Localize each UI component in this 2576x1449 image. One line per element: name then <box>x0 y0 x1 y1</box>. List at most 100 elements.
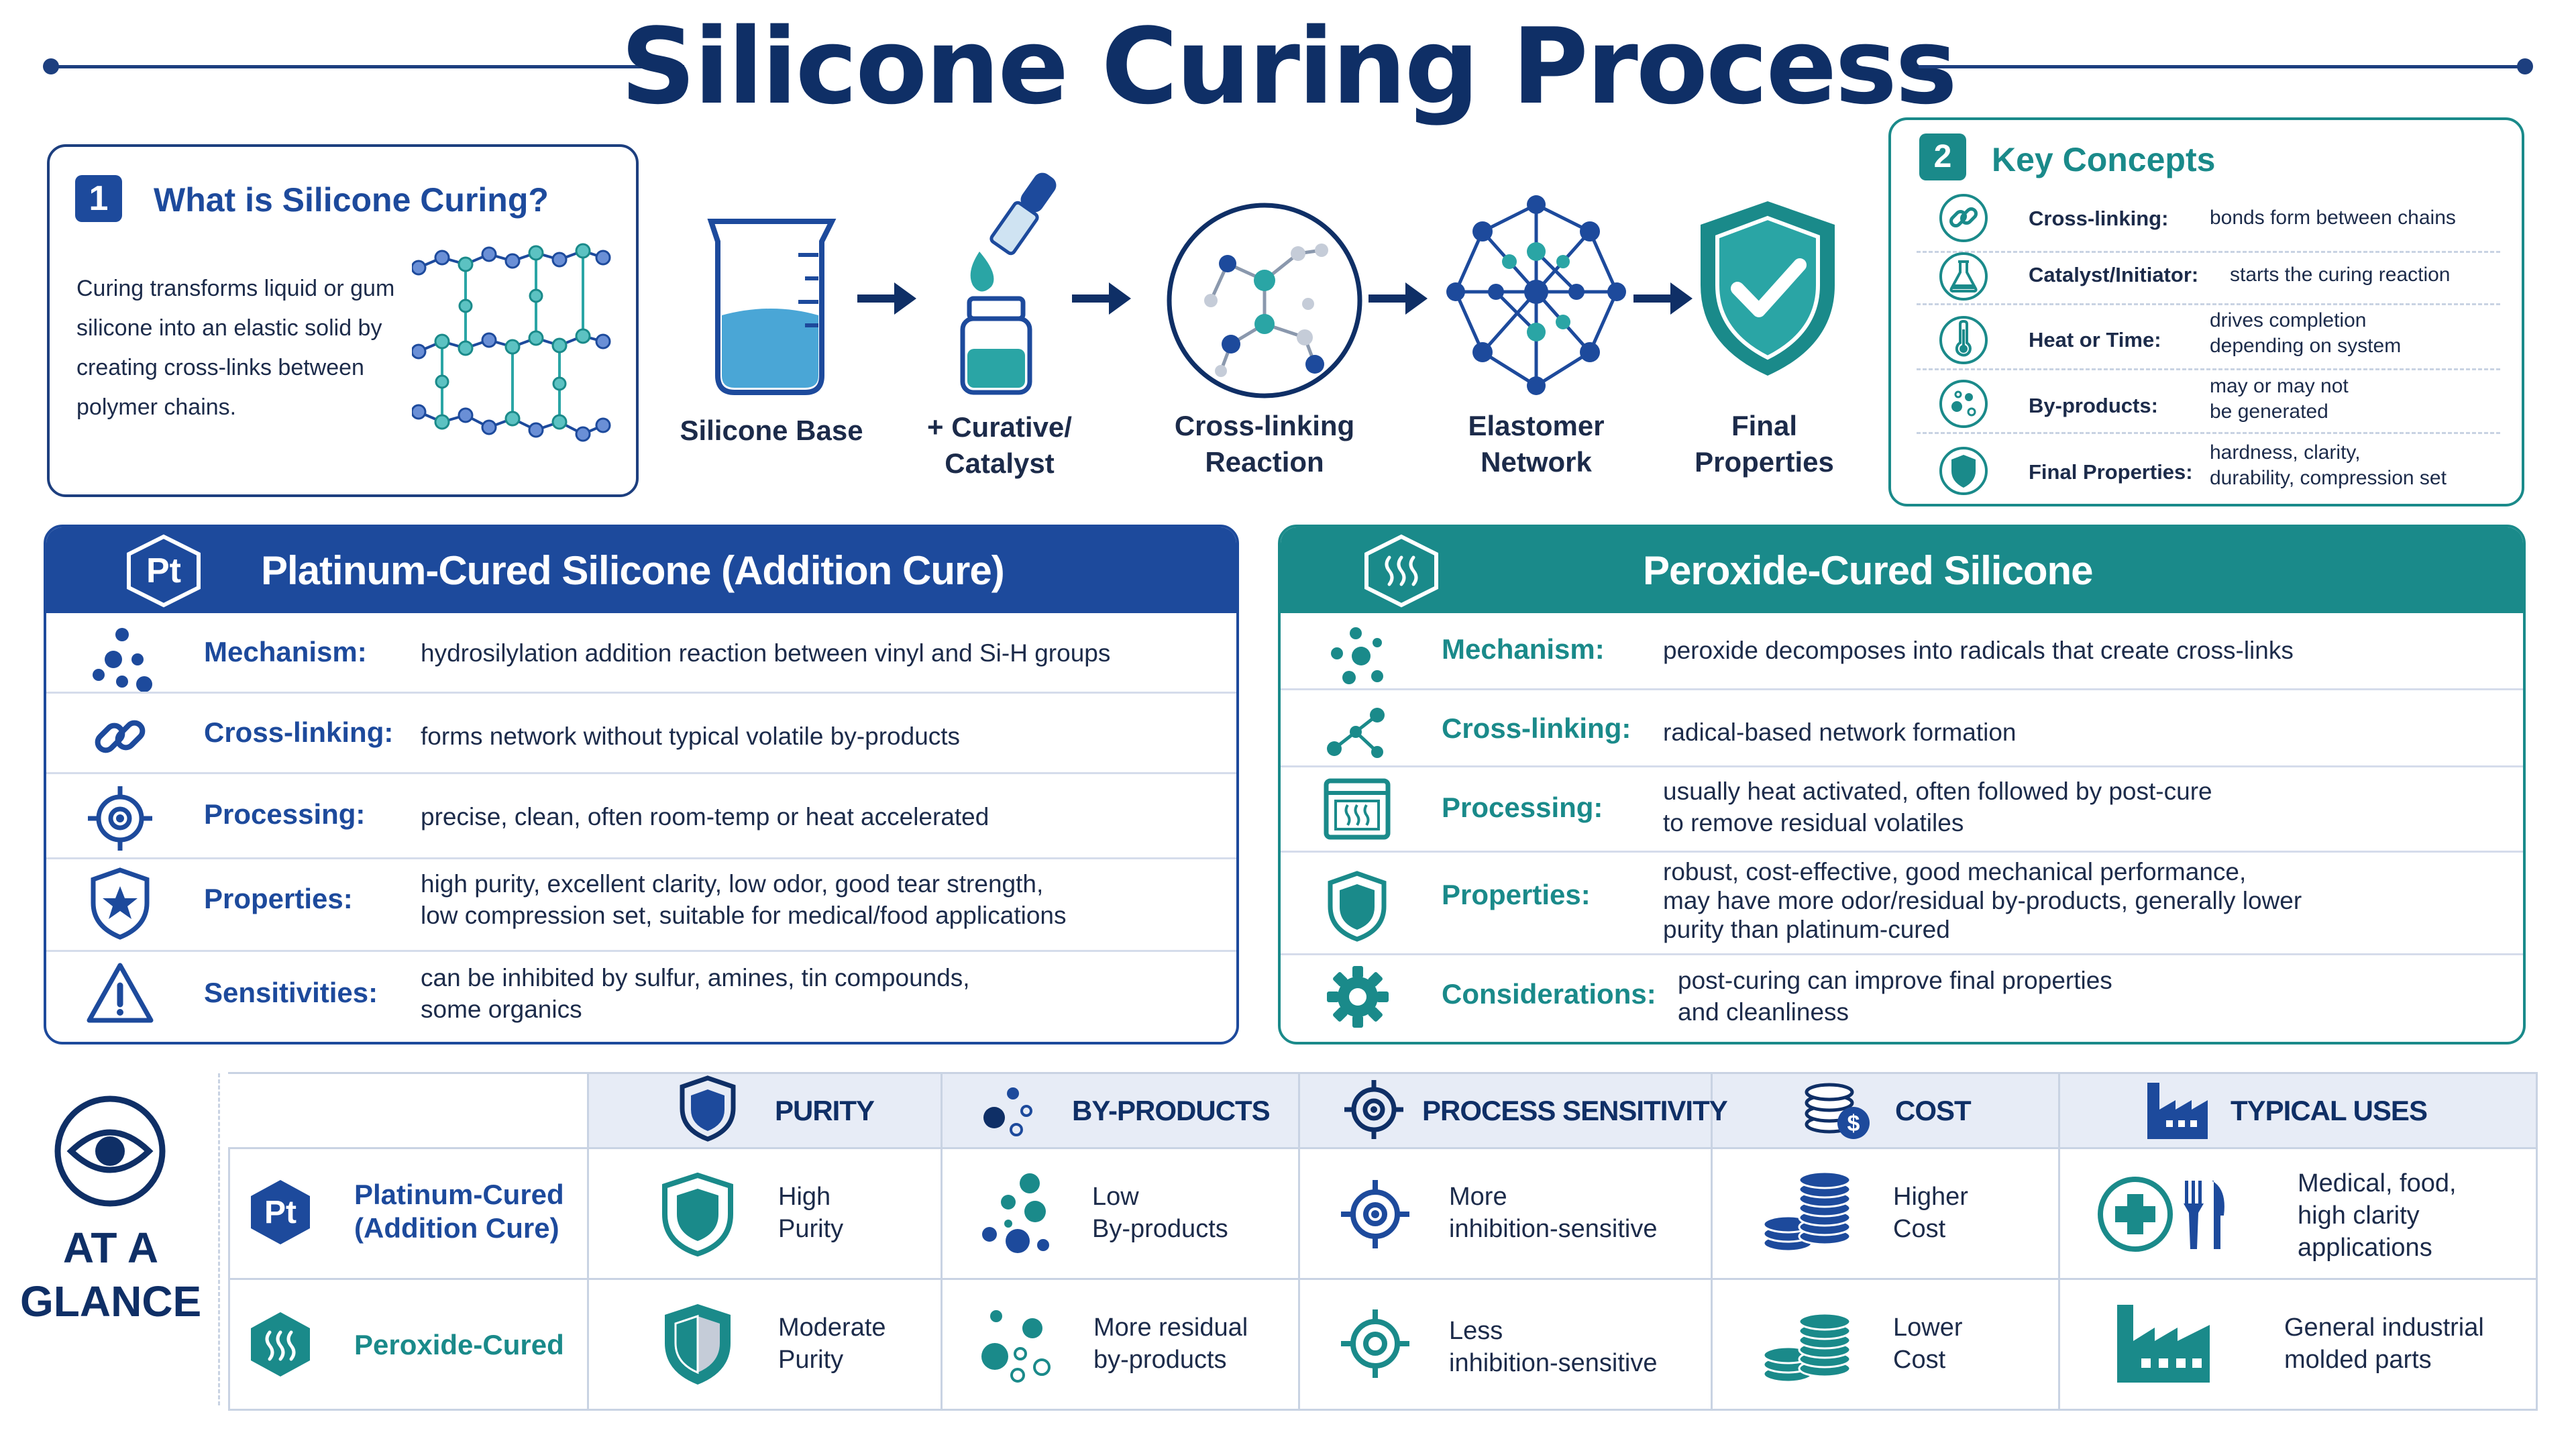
bubbles-icon <box>1939 380 1988 428</box>
row-desc: radical-based network formation <box>1663 718 2017 746</box>
gear-icon <box>1327 966 1389 1028</box>
target-icon <box>88 786 152 851</box>
divider <box>587 1072 589 1411</box>
divider <box>1711 1072 1713 1411</box>
divider <box>1281 851 2523 853</box>
bubbles-icon <box>981 1310 1051 1383</box>
divider <box>1917 368 2500 370</box>
divider <box>941 1072 943 1411</box>
column-header: PURITY <box>775 1095 875 1126</box>
section-title: Key Concepts <box>1992 141 2216 178</box>
row-desc: can be inhibited by sulfur, amines, tin … <box>421 964 970 1023</box>
dots-icon <box>93 628 152 692</box>
divider <box>228 1147 230 1411</box>
panel-header <box>1281 527 2523 613</box>
arrow-right-icon <box>857 282 916 315</box>
dropper-bottle-icon <box>960 172 1057 395</box>
coins-icon: $ <box>1805 1083 1870 1139</box>
factory-icon <box>2147 1083 2208 1139</box>
platinum-cured-panel: Pt Platinum-Cured Silicone (Addition Cur… <box>44 525 1239 1044</box>
key-concepts-panel: 2 Key Concepts Cross-linking: bonds form… <box>1888 117 2524 506</box>
divider <box>2058 1072 2060 1411</box>
column-header: BY-PRODUCTS <box>1072 1095 1271 1126</box>
medical-food-icon <box>2098 1177 2224 1252</box>
factory-icon <box>2117 1305 2210 1383</box>
warning-icon <box>87 963 154 1023</box>
link-icon <box>1939 194 1988 242</box>
target-icon <box>1344 1080 1403 1139</box>
row-desc: robust, cost-effective, good mechanical … <box>1663 858 2302 943</box>
shield-icon <box>1328 871 1387 942</box>
svg-text:Pt: Pt <box>146 551 181 590</box>
arrow-right-icon <box>1368 282 1428 315</box>
divider <box>46 692 1236 694</box>
divider <box>228 1147 2538 1149</box>
divider <box>46 772 1236 774</box>
flow-step-label: Silicone Base <box>680 415 863 446</box>
shield-icon <box>1939 447 1988 495</box>
section-title: What is Silicone Curing? <box>154 181 549 219</box>
flow-step-label: + Curative/Catalyst <box>927 411 1072 479</box>
column-header: PROCESS SENSITIVITY <box>1422 1095 1728 1126</box>
shield-star-icon <box>91 867 150 940</box>
shield-icon <box>662 1173 733 1256</box>
panel-header <box>46 527 1236 613</box>
divider <box>228 1278 2538 1280</box>
shield-check-icon <box>1701 201 1835 376</box>
row-term: Processing: <box>1442 792 1603 823</box>
svg-text:$: $ <box>1847 1111 1860 1136</box>
row-desc: forms network without typical volatile b… <box>421 722 961 750</box>
section-number-badge: 1 <box>75 175 122 222</box>
panel-title: Platinum-Cured Silicone (Addition Cure) <box>261 548 1005 593</box>
row-term: Sensitivities: <box>204 977 378 1008</box>
target-icon <box>1341 1309 1409 1378</box>
row-desc: usually heat activated, often followed b… <box>1663 777 2212 837</box>
divider <box>1917 303 2500 305</box>
divider <box>2536 1072 2538 1411</box>
polymer-chains-icon <box>412 243 611 442</box>
row-term: Mechanism: <box>1442 633 1605 665</box>
network-icon <box>1446 195 1626 395</box>
row-term: Cross-linking: <box>1442 712 1631 744</box>
svg-text:Pt: Pt <box>264 1195 297 1230</box>
row-name: Peroxide-Cured <box>354 1329 564 1360</box>
divider <box>1917 251 2500 253</box>
row-desc: precise, clean, often room-temp or heat … <box>421 803 989 830</box>
eye-icon <box>54 1095 166 1207</box>
column-header: COST <box>1895 1095 1972 1126</box>
row-term: Mechanism: <box>204 636 367 667</box>
oven-icon <box>1324 778 1391 840</box>
title-right-dot <box>2517 58 2533 74</box>
divider <box>1917 432 2500 434</box>
peroxide-cured-panel: Peroxide-Cured Silicone Mechanism: perox… <box>1278 525 2526 1044</box>
bubbles-icon <box>983 1087 1032 1136</box>
divider <box>46 857 1236 859</box>
coins-icon <box>1762 1171 1851 1252</box>
table-header <box>587 1072 2538 1147</box>
divider <box>228 1409 2538 1411</box>
title-right-rule <box>1919 65 2525 68</box>
page-title: Silicone Curing Process <box>620 5 1957 127</box>
beaker-icon <box>707 219 837 395</box>
molecule-icon <box>1167 203 1362 398</box>
divider <box>1281 688 2523 690</box>
half-shield-icon <box>665 1304 731 1385</box>
key-concept-desc: hardness, clarity,durability, compressio… <box>2210 441 2447 489</box>
target-icon <box>1341 1180 1409 1248</box>
row-term: Considerations: <box>1442 978 1656 1010</box>
